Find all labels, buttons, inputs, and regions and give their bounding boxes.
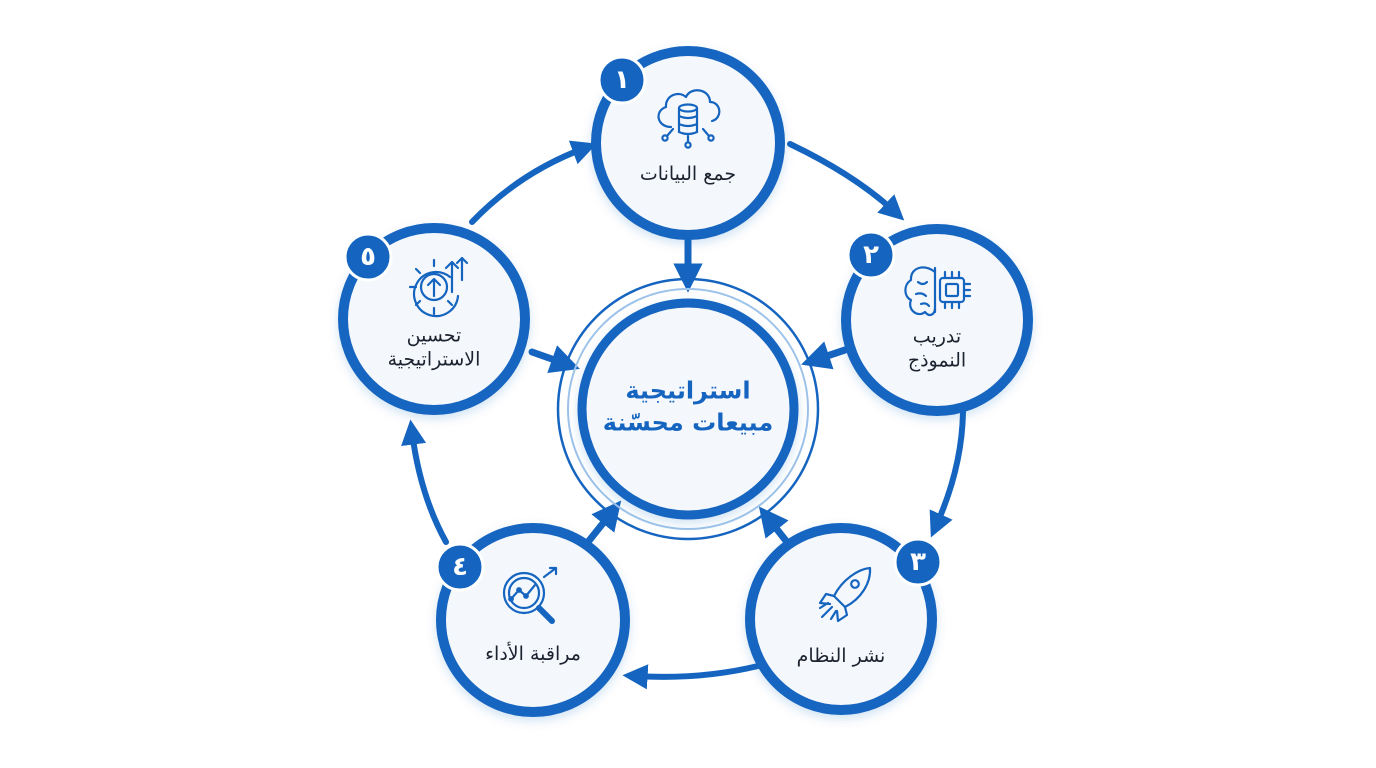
- step-2-badge: [846, 230, 896, 280]
- step-5-label-line-2: الاستراتيجية: [387, 348, 481, 370]
- step-1-label-line-1: جمع البيانات: [639, 163, 737, 186]
- step-3-number: ٣: [910, 547, 926, 577]
- gear-arrow-up-icon: [408, 256, 469, 318]
- inward-arrow-2: [801, 341, 849, 370]
- step-5-label: تحسين الاستراتيجية: [388, 324, 481, 372]
- center-hub: [556, 277, 820, 541]
- step-3-label-line-1: نشر النظام: [796, 645, 886, 668]
- step-2-label: تدريب النموذج: [908, 325, 966, 373]
- inward-arrow-5: [528, 345, 580, 373]
- step-5-number: ٥: [360, 242, 376, 272]
- step-2-label-line-2: النموذج: [907, 349, 967, 371]
- step-3-badge: [893, 537, 943, 587]
- cycle-arrow-2-to-3: [929, 409, 966, 538]
- step-node-2: [841, 224, 1033, 416]
- cloud-database-icon: [657, 89, 721, 149]
- step-4-number: ٤: [452, 552, 468, 582]
- center-label-line-1: استراتيجية: [625, 376, 751, 405]
- center-label: استراتيجية مبيعات محسّنة: [603, 375, 773, 440]
- step-4-badge: [435, 542, 485, 592]
- step-node-4: [435, 523, 630, 717]
- step-2-number: ٢: [863, 240, 879, 270]
- brain-chip-icon: [904, 266, 972, 317]
- cycle-arrow-5-to-1: [469, 140, 597, 225]
- step-node-5: [338, 223, 530, 415]
- step-4-label-line-1: مراقبة الأداء: [485, 643, 581, 666]
- rocket-icon: [818, 566, 872, 623]
- step-5-label-line-1: تحسين: [406, 324, 462, 347]
- step-1-number: ١: [614, 65, 630, 95]
- step-1-label: جمع البيانات: [640, 163, 736, 187]
- cycle-arrow-1-to-2: [787, 141, 905, 221]
- step-5-badge: [343, 232, 393, 282]
- cycle-arrow-3-to-4: [622, 663, 761, 690]
- cycle-arrow-4-to-5: [401, 419, 449, 545]
- step-3-label: نشر النظام: [797, 645, 886, 669]
- inward-arrow-4: [584, 500, 622, 546]
- magnifier-chart-icon: [502, 566, 558, 624]
- step-4-label: مراقبة الأداء: [485, 643, 581, 667]
- step-2-label-line-1: تدريب: [912, 325, 962, 348]
- center-label-line-2: مبيعات محسّنة: [602, 409, 774, 437]
- step-1-badge: [597, 55, 647, 105]
